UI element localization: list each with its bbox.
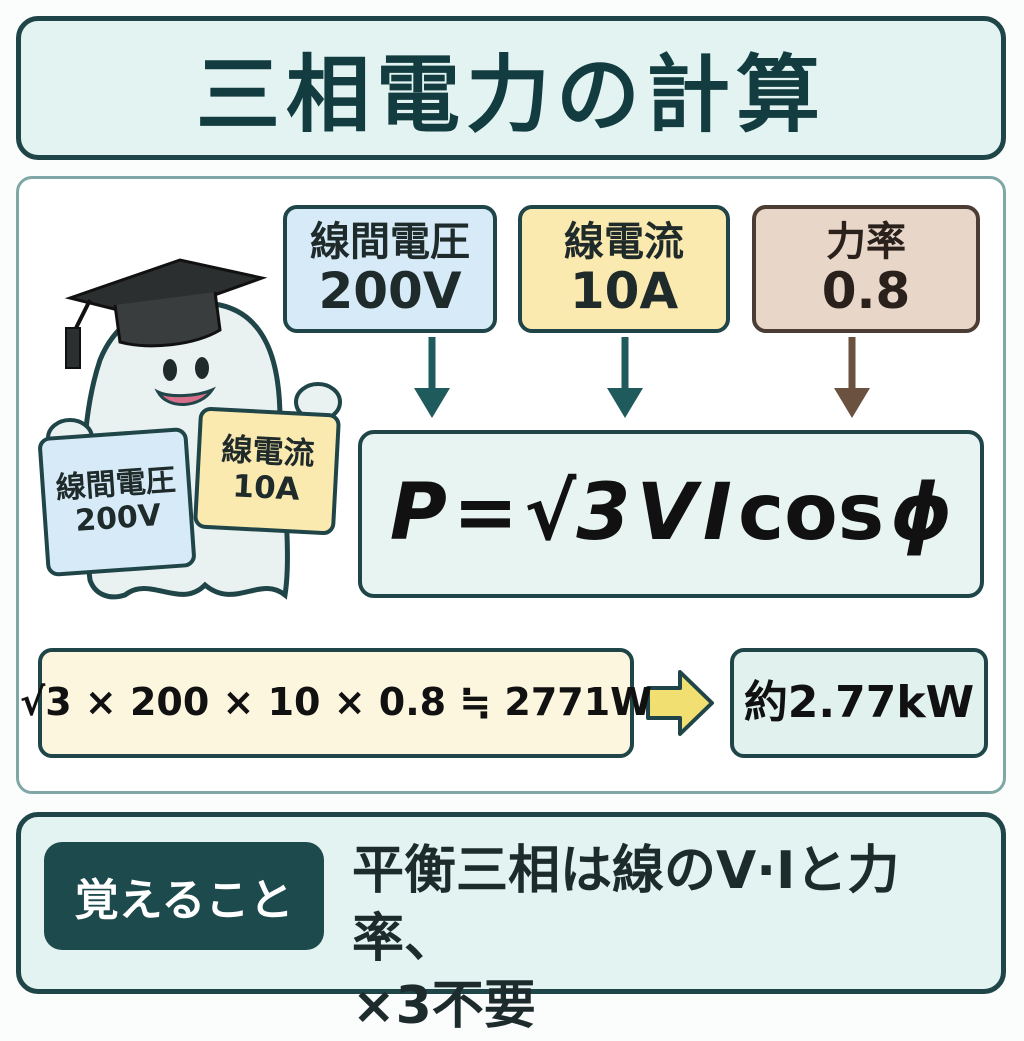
voltage-box: 線間電圧 200V	[283, 205, 497, 333]
title-panel: 三相電力の計算	[16, 16, 1006, 160]
mascot-sign-voltage-value: 200V	[74, 498, 163, 539]
formula: P = √3 V I cos ϕ	[389, 468, 953, 559]
calculation-text: √3 × 200 × 10 × 0.8 ≒ 2771W	[19, 680, 653, 725]
calculation-box: √3 × 200 × 10 × 0.8 ≒ 2771W	[20, 648, 652, 758]
formula-sqrt3: √3	[524, 468, 631, 559]
memo-tag: 覚えること	[44, 842, 324, 950]
voltage-label: 線間電圧	[310, 218, 470, 265]
formula-equals: =	[452, 468, 519, 559]
formula-i: I	[702, 468, 732, 559]
formula-p: P	[389, 468, 447, 559]
formula-box: P = √3 V I cos ϕ	[358, 430, 984, 598]
power-factor-box: 力率 0.8	[752, 205, 980, 333]
mascot-sign-voltage: 線間電圧 200V	[37, 426, 197, 578]
ghost-eye-right	[195, 357, 209, 379]
formula-v: V	[636, 468, 697, 559]
power-factor-value: 0.8	[821, 261, 911, 320]
mascot-sign-current: 線電流 10A	[192, 406, 342, 536]
formula-phi: ϕ	[890, 468, 953, 559]
mascot-sign-current-value: 10A	[231, 468, 301, 508]
result-text: 約2.77kW	[743, 676, 975, 728]
current-box: 線電流 10A	[518, 205, 730, 333]
page-title: 三相電力の計算	[195, 45, 826, 144]
cap-tassel	[65, 327, 81, 369]
ghost-mouth	[154, 386, 217, 406]
memo-text: 平衡三相は線のV·Iと力率、 ×3不要	[352, 838, 992, 1041]
current-label: 線電流	[564, 218, 684, 265]
voltage-value: 200V	[318, 261, 462, 320]
ghost-eye-left	[163, 359, 177, 381]
current-value: 10A	[569, 261, 679, 320]
formula-cos: cos	[737, 468, 885, 559]
memo-line-1: 平衡三相は線のV·Iと力率、	[352, 841, 900, 969]
power-factor-label: 力率	[826, 218, 906, 265]
result-box: 約2.77kW	[730, 648, 988, 758]
memo-line-2: ×3不要	[352, 976, 536, 1037]
